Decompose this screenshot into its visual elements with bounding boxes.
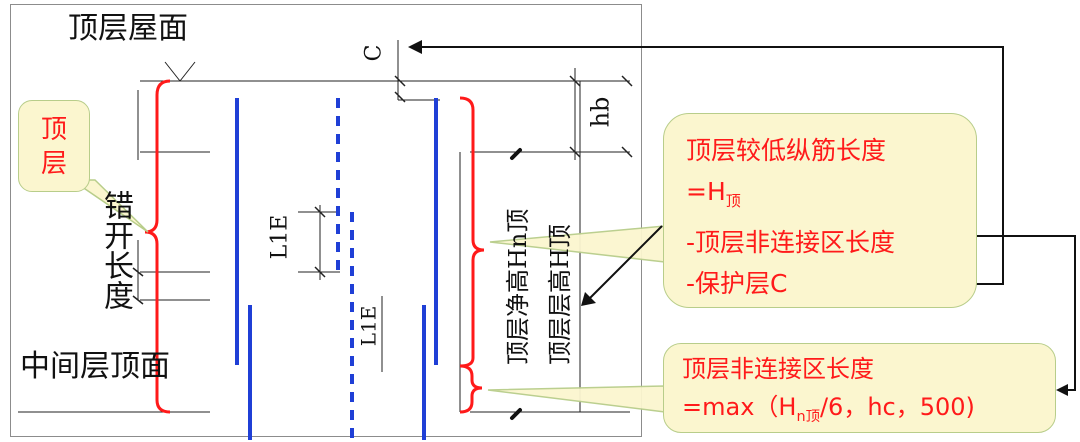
l1e-label-upper: L1E — [267, 214, 293, 260]
l1e-label-lower: L1E — [356, 305, 381, 347]
top-floor-bubble: 顶 层 — [18, 100, 90, 192]
roof-top-label: 顶层屋面 — [68, 11, 188, 46]
diagram-frame — [10, 4, 642, 437]
floor-height-label: 顶层层高H顶 — [546, 224, 574, 365]
top-callout: 顶层较低纵筋长度 =H顶 -顶层非连接区长度 -保护层C — [663, 113, 977, 308]
middle-top-label: 中间层顶面 — [20, 349, 170, 384]
top-callout-line2: =H顶 — [686, 177, 741, 210]
hb-label: hb — [586, 96, 615, 128]
top-callout-line4: -保护层C — [686, 269, 788, 298]
bottom-callout-line2: =max（Hn顶/6，hc，500) — [682, 393, 975, 425]
stagger-length-label: 错开长度 — [98, 190, 133, 310]
brace-nonconnect — [459, 364, 483, 414]
top-floor-label-2: 层 — [40, 149, 67, 179]
nonconnect-arrowhead — [1056, 384, 1068, 396]
bottom-callout-line1: 顶层非连接区长度 — [682, 355, 874, 383]
cover-label: C — [361, 44, 387, 62]
top-callout-line3: -顶层非连接区长度 — [686, 228, 896, 257]
brace-stagger — [144, 79, 171, 414]
top-floor-label-1: 顶 — [40, 115, 67, 145]
top-callout-line1: 顶层较低纵筋长度 — [686, 136, 887, 165]
height-connector — [589, 225, 663, 299]
bottom-callout-pointer — [487, 385, 666, 413]
height-arrowhead — [581, 292, 596, 306]
bottom-callout: 顶层非连接区长度 =max（Hn顶/6，hc，500) — [663, 343, 1056, 433]
brace-clear-height — [459, 96, 485, 368]
cover-arrowhead — [408, 40, 422, 54]
clear-height-label: 顶层净高Hn顶 — [504, 208, 532, 365]
